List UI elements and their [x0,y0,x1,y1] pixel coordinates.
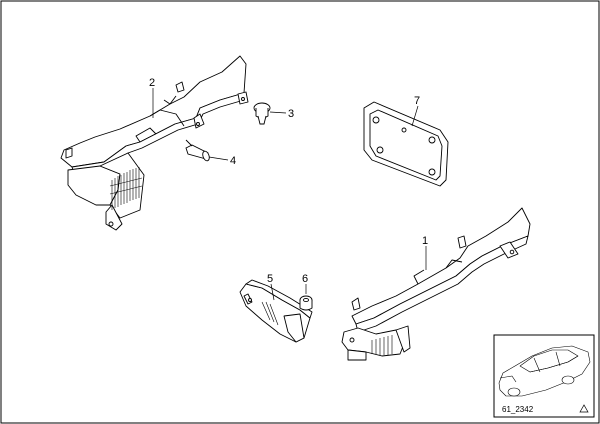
callout-2-label: 2 [149,77,155,89]
car-illustration [498,345,591,397]
part-6-nut [299,295,313,311]
callout-7: 7 [411,95,420,127]
inset-reference-code: 61_2342 [502,405,534,414]
part-3-clip [253,102,271,125]
callout-2: 2 [149,77,155,118]
callout-4: 4 [208,155,236,167]
part-4-rivet [185,139,210,162]
callout-3-label: 3 [288,108,294,120]
part-2-bracket [60,55,249,231]
callout-3: 3 [269,108,294,120]
warning-triangle-icon [579,404,589,413]
callout-7-label: 7 [414,95,420,107]
callout-5: 5 [267,273,275,301]
callout-1: 1 [422,235,428,270]
part-1-bracket [341,207,531,361]
callout-5-label: 5 [267,273,273,285]
part-7-cover-plate [363,101,449,187]
callout-4-label: 4 [230,155,236,167]
callout-6-label: 6 [302,273,308,285]
part-5-small-bracket [239,279,313,343]
callout-1-label: 1 [422,235,428,247]
vehicle-inset: 61_2342 [493,334,595,418]
callout-6: 6 [302,273,308,294]
